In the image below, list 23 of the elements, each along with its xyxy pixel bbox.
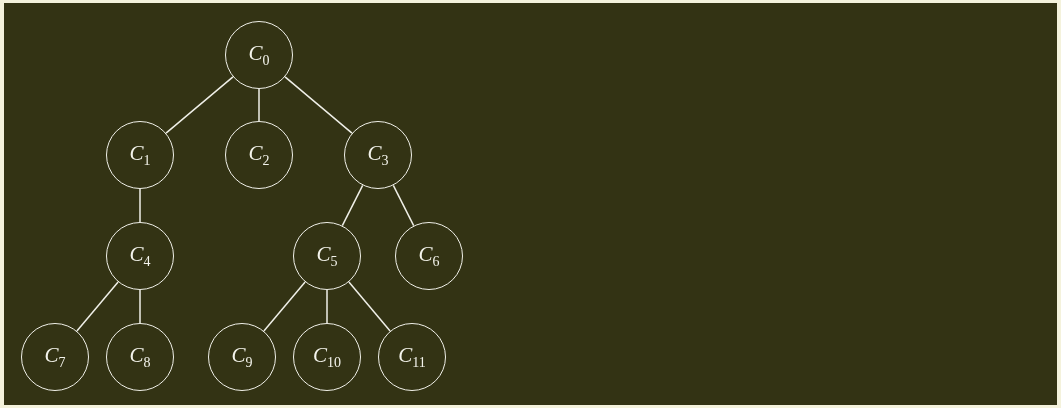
- node-label: C$_{10}$: [313, 342, 341, 372]
- connector-line: [348, 281, 391, 332]
- node-label: C$_{5}$: [316, 241, 338, 271]
- node-label: C$_{9}$: [231, 342, 253, 372]
- connector-line: [284, 76, 353, 134]
- connector-line: [139, 188, 141, 223]
- node-label: C$_{7}$: [44, 342, 66, 372]
- connector-line: [139, 289, 141, 324]
- connector-line: [263, 281, 306, 332]
- node-label: C$_{3}$: [367, 140, 389, 170]
- connector-line: [392, 184, 415, 227]
- connector-line: [258, 88, 260, 122]
- connector-line: [326, 289, 328, 324]
- connector-line: [341, 184, 364, 227]
- node-label: C$_{11}$: [398, 342, 426, 372]
- node-label: C$_{8}$: [129, 342, 151, 372]
- connector-line: [165, 76, 234, 134]
- node-label: C$_{1}$: [129, 140, 151, 170]
- node-label: C$_{2}$: [248, 140, 270, 170]
- connector-line: [76, 281, 119, 332]
- node-label: C$_{4}$: [129, 241, 151, 271]
- node-label: C$_{6}$: [418, 241, 440, 271]
- node-label: C$_{0}$: [248, 40, 270, 70]
